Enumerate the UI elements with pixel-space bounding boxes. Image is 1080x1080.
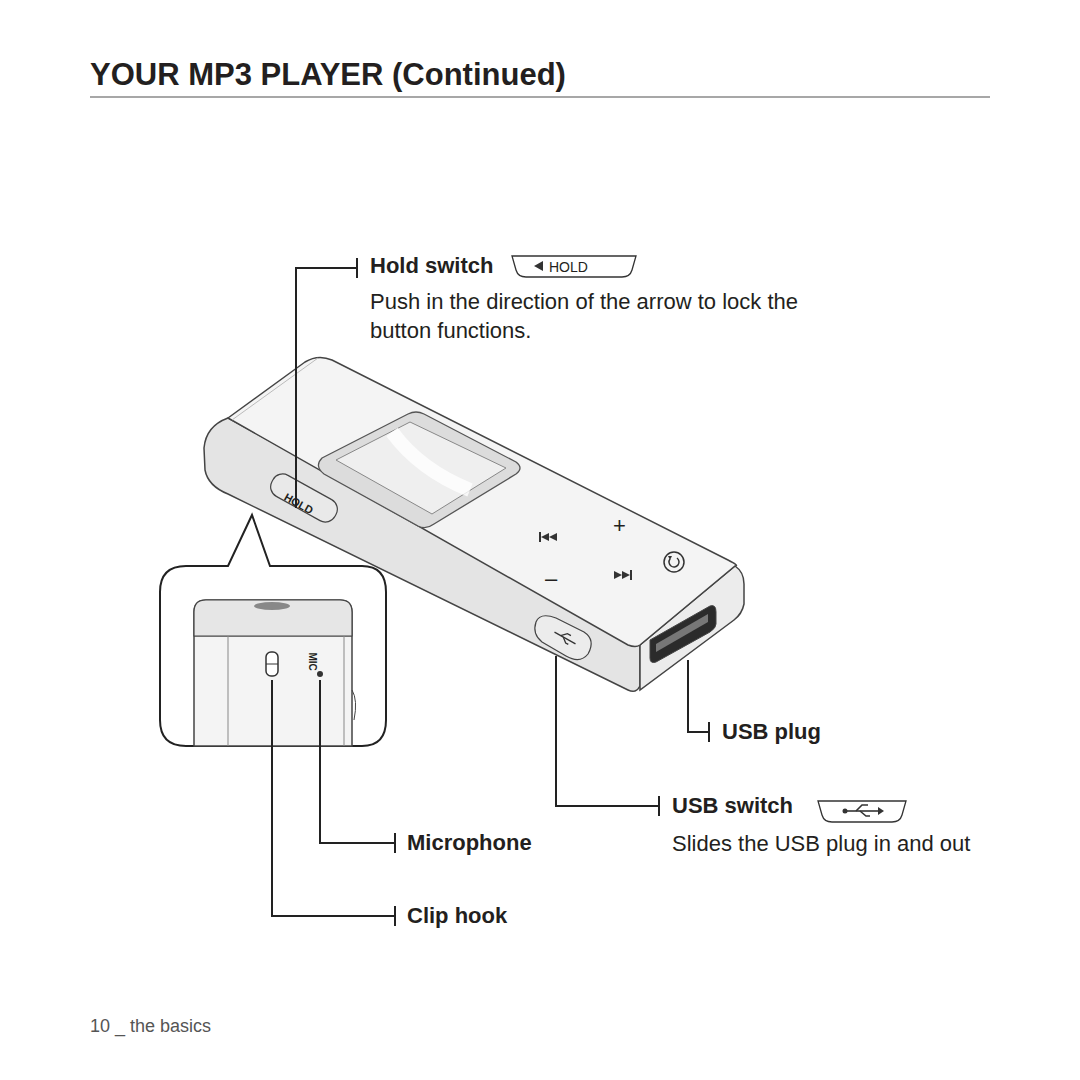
callout-label: USB plug: [722, 718, 821, 747]
callout-label: USB switch: [672, 792, 793, 821]
callout-description: Slides the USB plug in and out: [672, 830, 1002, 859]
button-symbol: +: [613, 512, 626, 541]
callout-label: Microphone: [407, 829, 532, 858]
page-footer: 10 _ the basics: [90, 1015, 211, 1038]
callout-description: Push in the direction of the arrow to lo…: [370, 288, 840, 345]
device-marking: MIC: [306, 653, 319, 671]
callout-label: Hold switch: [370, 252, 493, 281]
hold-icon-text: HOLD: [549, 258, 588, 276]
button-symbol: –: [545, 565, 557, 594]
callout-label: Clip hook: [407, 902, 507, 931]
page-title: YOUR MP3 PLAYER (Continued): [90, 58, 566, 92]
